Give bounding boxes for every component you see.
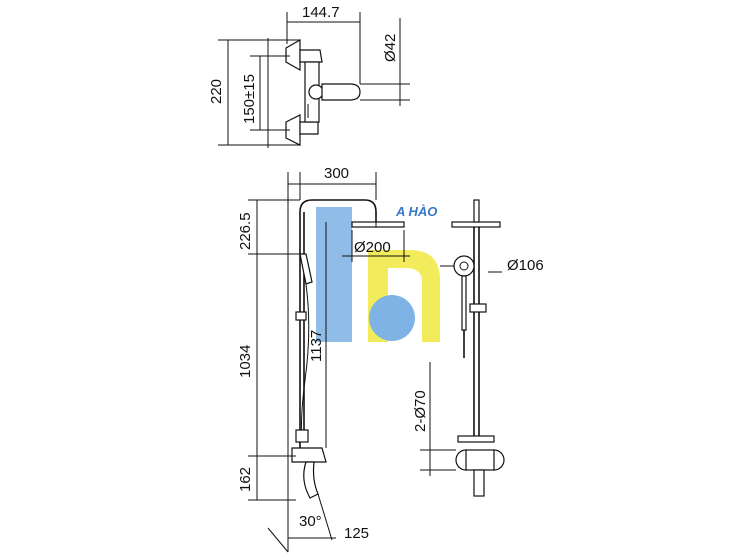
dim-mixer-offset: 162: [237, 467, 254, 492]
front-slide-bracket: [469, 303, 487, 313]
upper-flange: [285, 38, 301, 72]
front-mixer-body: [465, 449, 495, 471]
diverter: [295, 429, 309, 443]
dim-angle: 30°: [299, 513, 322, 530]
dim-inlet-spacing: 150±15: [241, 74, 258, 124]
mixer-handle: [321, 83, 361, 101]
front-shower-head: [451, 221, 501, 228]
dim-mixer-width: 144.7: [302, 4, 340, 21]
ext-line: [317, 493, 333, 541]
dim-head-reach: 300: [324, 165, 349, 182]
dim-overall-height: 1137: [308, 330, 325, 362]
watermark-circle: [369, 295, 415, 341]
front-diverter: [457, 435, 495, 443]
shower-head: [351, 221, 405, 228]
hose: [300, 283, 310, 441]
dim-hand-dia: Ø106: [507, 257, 544, 274]
angle-line: [267, 527, 289, 553]
watermark-text: A HÀO: [395, 204, 437, 219]
front-head-stem: [473, 199, 480, 223]
watermark-yellow-arch: [368, 250, 440, 342]
mixer-detail: 144.7 220 150±15 Ø42: [208, 4, 410, 148]
side-view: 300 Ø200 226.5 1034 1137 162 30° 125: [237, 165, 410, 553]
front-hand-grip: [461, 275, 467, 331]
hand-shower: [299, 253, 313, 285]
dim-outlet-dia: Ø42: [382, 34, 399, 62]
shower-arm: [299, 199, 377, 222]
spout: [303, 461, 319, 499]
dim-mixer-height: 220: [208, 79, 225, 104]
slide-bracket: [295, 311, 307, 321]
watermark-logo: A HÀO: [316, 204, 440, 342]
dim-column-height: 1034: [237, 345, 254, 378]
lower-elbow: [299, 121, 319, 135]
dim-spout-length: 125: [344, 525, 369, 542]
hand-shower-face: [459, 261, 469, 271]
dim-head-dia: Ø200: [354, 239, 391, 256]
upper-elbow: [299, 49, 323, 63]
front-view: Ø106 2-Ø70: [412, 199, 544, 497]
mixer-knob: [308, 84, 324, 100]
dim-inlet-dia: 2-Ø70: [412, 390, 429, 432]
front-spout: [473, 469, 485, 497]
mixer-valve: [291, 447, 327, 463]
watermark-blue-bar: [316, 207, 352, 342]
dim-head-drop: 226.5: [237, 212, 254, 250]
front-hand-shower: [453, 255, 475, 277]
